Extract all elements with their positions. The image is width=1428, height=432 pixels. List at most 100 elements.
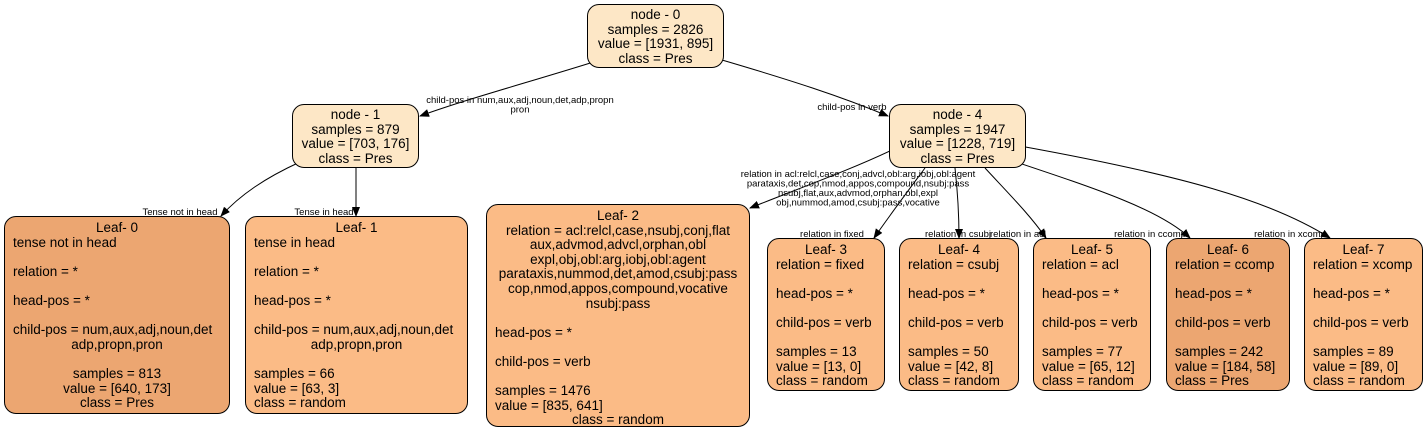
node-text-line: relation = acl:relcl,case,nsubj,conj,fla… bbox=[506, 222, 730, 238]
node-text-line: value = [1228, 719] bbox=[899, 136, 1016, 152]
node-text-line: tense in head bbox=[254, 234, 336, 250]
node-text-line: samples = 2826 bbox=[607, 21, 704, 37]
blank-line bbox=[254, 250, 467, 265]
edge-label: Tense in head bbox=[294, 207, 353, 218]
edge-label: relation in fixed bbox=[800, 229, 864, 240]
node-text-line: samples = 242 bbox=[1175, 344, 1264, 360]
node-text-line: class = random bbox=[254, 395, 346, 411]
node-text-line: child-pos = verb bbox=[1042, 314, 1138, 330]
blank-line bbox=[1042, 301, 1150, 316]
edge-label: relation in csubj bbox=[925, 229, 991, 240]
blank-line bbox=[1175, 301, 1289, 316]
edge-label: pron bbox=[510, 105, 529, 116]
blank-line bbox=[908, 331, 1018, 346]
node-text-line: class = random bbox=[1042, 373, 1134, 389]
leaf-title: Leaf- 7 bbox=[1342, 242, 1385, 257]
node-text-line: child-pos = verb bbox=[908, 314, 1004, 330]
edge-label: child-pos in verb bbox=[817, 102, 886, 113]
node-text-line: aux,advmod,advcl,orphan,obl bbox=[529, 237, 707, 253]
node-text-line: nsubj:pass bbox=[585, 295, 651, 311]
node-text-line: value = [42, 8] bbox=[908, 358, 994, 374]
edge-label: Tense not in head bbox=[142, 207, 217, 218]
node-text-line: node - 1 bbox=[330, 107, 381, 122]
edge-label: nsubj,flat,aux,advmod,orphan,obl,expl bbox=[778, 188, 938, 199]
node-text-line: relation = fixed bbox=[776, 256, 865, 272]
blank-line bbox=[1313, 272, 1422, 287]
node-text-line: parataxis,nummod,det,amod,csubj:pass bbox=[498, 266, 738, 282]
edge-label: child-pos in num,aux,adj,noun,det,adp,pr… bbox=[426, 95, 614, 106]
node-text-line: value = [89, 0] bbox=[1313, 358, 1399, 374]
leaf-title: Leaf- 2 bbox=[596, 208, 640, 223]
edge-label: relation in xcomp bbox=[1254, 229, 1326, 240]
node-text-line: value = [835, 641] bbox=[495, 397, 603, 413]
node-text-line: head-pos = * bbox=[1175, 285, 1252, 301]
blank-line bbox=[13, 352, 229, 367]
node-text-line: samples = 879 bbox=[311, 121, 400, 137]
node-text-line: class = Pres bbox=[318, 150, 393, 166]
node-text-line: child-pos = verb bbox=[776, 314, 872, 330]
leaf-title: Leaf- 0 bbox=[95, 220, 139, 235]
blank-line bbox=[13, 279, 229, 294]
node-text-line: class = Pres bbox=[618, 50, 693, 66]
node-text-line: adp,propn,pron bbox=[310, 336, 403, 352]
node-text-line: head-pos = * bbox=[1042, 285, 1119, 301]
node-text-line: node - 4 bbox=[932, 107, 983, 122]
blank-line bbox=[254, 279, 467, 294]
node-text-line: samples = 77 bbox=[1042, 344, 1123, 360]
node-text-line: head-pos = * bbox=[495, 324, 572, 340]
node-text-line: expl,obj,obl:arg,iobj,obl:agent bbox=[530, 251, 706, 267]
blank-line bbox=[254, 309, 467, 324]
node-text-line: class = Pres bbox=[920, 150, 995, 166]
edge-e0_1 bbox=[419, 59, 601, 117]
node-text-line: head-pos = * bbox=[254, 292, 331, 308]
leaf-title: Leaf- 3 bbox=[804, 242, 848, 257]
node-text-line: child-pos = verb bbox=[1313, 314, 1409, 330]
blank-line bbox=[495, 311, 749, 326]
node-text-line: value = [13, 0] bbox=[776, 358, 862, 374]
node-text-line: value = [63, 3] bbox=[254, 380, 340, 396]
blank-line bbox=[1313, 301, 1422, 316]
node-text-line: child-pos = num,aux,adj,noun,det bbox=[13, 322, 213, 338]
node-text-line: samples = 89 bbox=[1313, 344, 1394, 360]
leaf-title: Leaf- 4 bbox=[937, 242, 981, 257]
node-text-line: class = random bbox=[1313, 373, 1405, 389]
node-text-line: samples = 50 bbox=[908, 344, 989, 360]
edge-label: relation in acl bbox=[990, 229, 1046, 240]
node-text-line: relation = acl bbox=[1042, 256, 1119, 272]
node-text-line: samples = 1476 bbox=[495, 383, 591, 399]
node-text-line: samples = 13 bbox=[776, 344, 857, 360]
node-text-line: head-pos = * bbox=[1313, 285, 1390, 301]
node-text-line: class = random bbox=[908, 373, 1000, 389]
edge-e4_l7 bbox=[1019, 145, 1331, 239]
node-text-line: samples = 1947 bbox=[909, 121, 1006, 137]
node-text-line: relation = * bbox=[13, 263, 78, 279]
edge-label: relation in acl:relcl,case,conj,advcl,ob… bbox=[741, 169, 976, 180]
blank-line bbox=[1175, 331, 1289, 346]
node-text-line: relation = * bbox=[254, 263, 319, 279]
blank-line bbox=[495, 370, 749, 385]
blank-line bbox=[776, 331, 884, 346]
node-text-line: value = [184, 58] bbox=[1175, 358, 1276, 374]
blank-line bbox=[908, 272, 1018, 287]
edge-e4_l2 bbox=[749, 149, 893, 209]
edge-e4_l4 bbox=[954, 167, 963, 239]
node-text-line: head-pos = * bbox=[908, 285, 985, 301]
node-text-line: adp,propn,pron bbox=[71, 336, 163, 352]
node-text-line: tense not in head bbox=[13, 234, 117, 250]
blank-line bbox=[254, 352, 467, 367]
leaf-title: Leaf- 1 bbox=[335, 220, 378, 235]
node-text-line: child-pos = verb bbox=[1175, 314, 1271, 330]
node-text-line: relation = csubj bbox=[908, 256, 1000, 272]
blank-line bbox=[1313, 331, 1422, 346]
node-text-line: class = random bbox=[572, 412, 664, 428]
node-text-line: child-pos = verb bbox=[495, 353, 591, 369]
node-text-line: samples = 66 bbox=[254, 365, 335, 381]
